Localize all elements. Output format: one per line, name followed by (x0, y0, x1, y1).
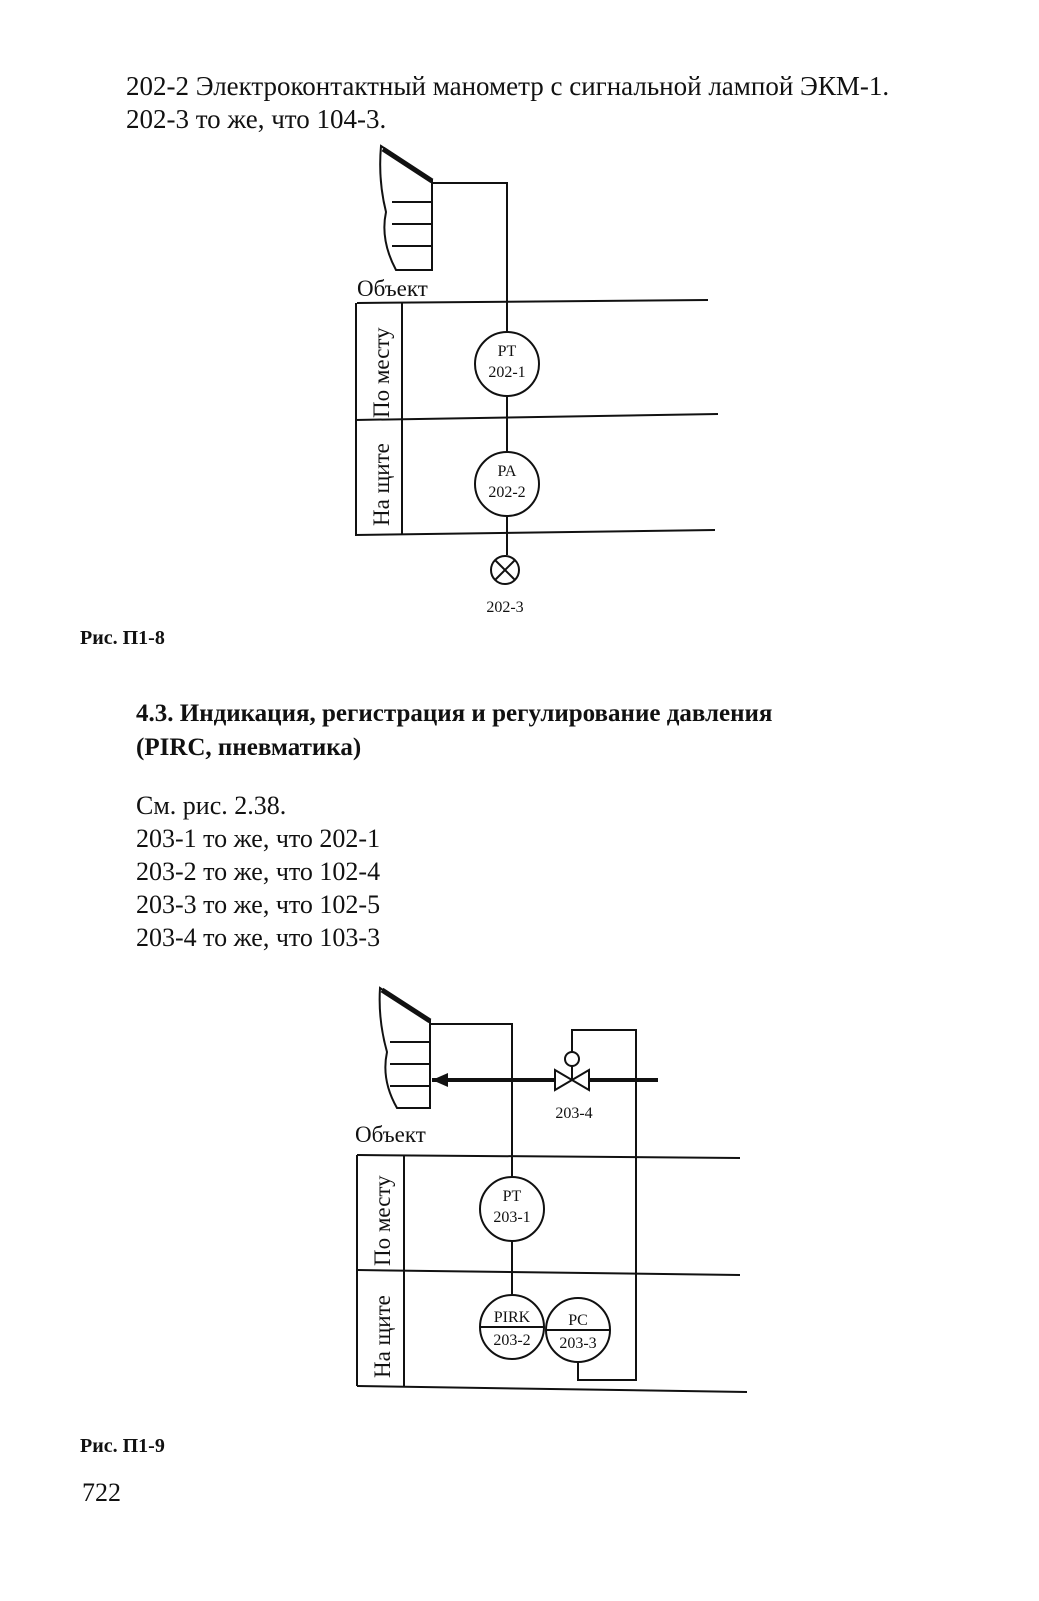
note-item: 203-4 то же, что 103-3 (136, 923, 381, 952)
lamp-icon (490, 555, 520, 585)
instrument-tag: 203-2 (493, 1332, 530, 1349)
lamp-tag: 202-3 (486, 599, 523, 616)
instrument-code: PC (568, 1312, 588, 1329)
instrument-code: PIRK (494, 1309, 531, 1326)
instrument-code: PA (498, 463, 517, 480)
note-item: См. рис. 2.38. (136, 791, 287, 820)
figure-caption-1: Рис. П1-8 (80, 627, 165, 649)
row-label-panel: На щите (369, 443, 394, 526)
object-vessel-1 (379, 144, 434, 271)
control-valve-icon (554, 1051, 590, 1092)
grid-lines (354, 299, 719, 536)
note-item: 203-3 то же, что 102-5 (136, 890, 381, 919)
instrument-tag: 202-1 (488, 364, 525, 381)
figure-caption-2: Рис. П1-9 (80, 1435, 165, 1457)
instrument-tag: 202-2 (488, 484, 525, 501)
instrument-pc-203-3: PC 203-3 (545, 1297, 611, 1363)
instrument-code: PT (503, 1188, 522, 1205)
instrument-pa-202-2: PA 202-2 (474, 451, 540, 517)
valve-tag: 203-4 (555, 1105, 592, 1122)
intro-line-1: 202-2 Электроконтактный манометр с сигна… (126, 71, 890, 101)
instrument-tag: 203-3 (559, 1335, 596, 1352)
row-label-local: По месту (370, 1175, 395, 1266)
signal-line-1 (432, 182, 508, 555)
section-title-line-1: 4.3. Индикация, регистрация и регулирова… (136, 700, 773, 727)
instrument-pirk-203-2: PIRK 203-2 (479, 1294, 545, 1360)
object-label: Объект (355, 1122, 426, 1147)
note-item: 203-2 то же, что 102-4 (136, 857, 381, 886)
instrument-pt-202-1: PT 202-1 (474, 331, 540, 397)
object-label: Объект (357, 276, 428, 301)
notes-list: См. рис. 2.38. 203-1 то же, что 202-1 20… (136, 789, 380, 954)
instrument-pt-203-1: PT 203-1 (479, 1176, 545, 1242)
row-label-panel: На щите (370, 1295, 395, 1378)
page-number: 722 (82, 1478, 121, 1507)
intro-line-2: 202-3 то же, что 104-3. (126, 104, 387, 134)
note-item: 203-1 то же, что 202-1 (136, 824, 381, 853)
signal-lines-2 (430, 1023, 637, 1381)
process-line (432, 1073, 658, 1087)
row-label-local: По месту (369, 327, 394, 418)
object-vessel-2 (378, 986, 432, 1109)
grid-lines (356, 1154, 748, 1393)
section-title-line-2: (PIRC, пневматика) (136, 734, 362, 761)
instrument-code: PT (498, 343, 517, 360)
instrument-tag: 203-1 (493, 1209, 530, 1226)
